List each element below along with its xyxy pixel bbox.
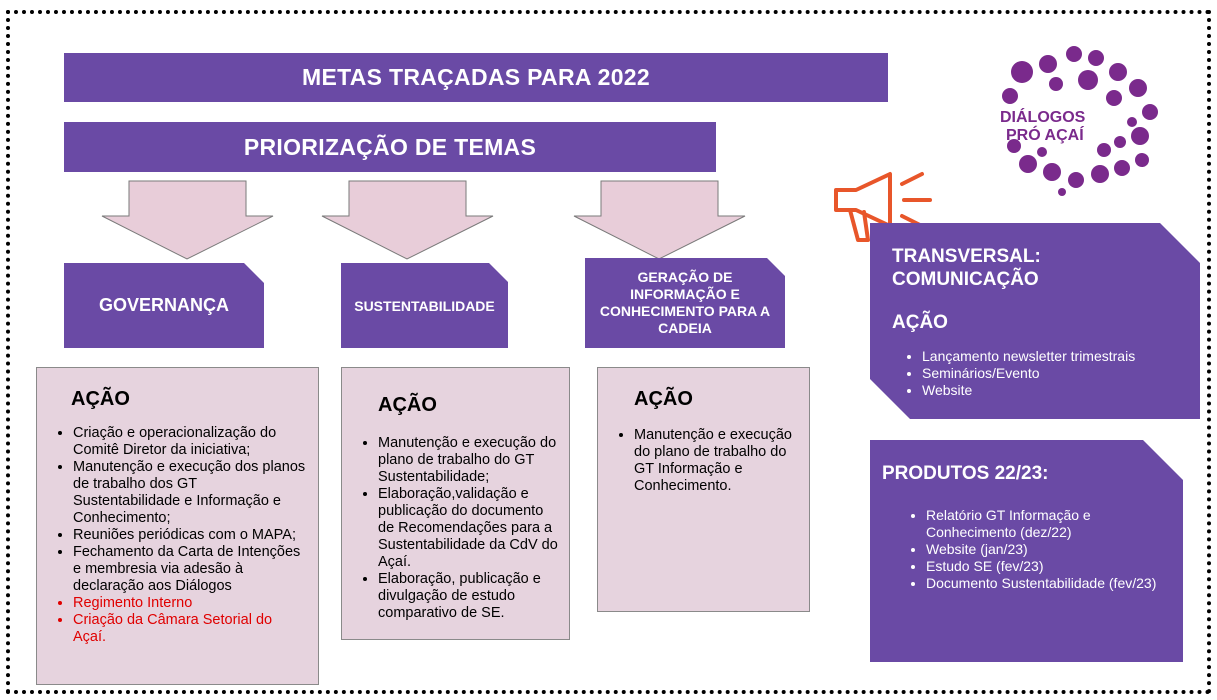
dotted-border [6,10,1211,694]
panel-geracao-informacao: AÇÃO Manutenção e execução do plano de t… [597,367,810,612]
page-subtitle: PRIORIZAÇÃO DE TEMAS [64,122,716,172]
list-item: Criação da Câmara Setorial do Açaí. [73,612,308,646]
produtos-list: Relatório GT Informação e Conhecimento (… [878,507,1173,592]
list-item: Website (jan/23) [926,541,1173,558]
category-governanca: GOVERNANÇA [64,263,264,348]
category-geracao-informacao: GERAÇÃO DE INFORMAÇÃO E CONHECIMENTO PAR… [585,258,785,348]
list-item: Fechamento da Carta de Intenções e membr… [73,544,308,595]
transversal-heading: AÇÃO [892,312,948,333]
logo-text-line-1: DIÁLOGOS [1000,107,1086,126]
list-item: Lançamento newsletter trimestrais [922,348,1190,365]
category-geracao-label: GERAÇÃO DE INFORMAÇÃO E CONHECIMENTO PAR… [599,269,771,336]
list-item: Seminários/Evento [922,365,1190,382]
list-item: Manutenção e execução dos planos de trab… [73,459,308,527]
panel-governanca-list: Criação e operacionalização do Comitê Di… [41,425,308,646]
logo-text-line-2: PRÓ AÇAÍ [1006,125,1084,144]
transversal-list: Lançamento newsletter trimestrais Seminá… [892,348,1190,399]
produtos-title: PRODUTOS 22/23: [882,463,1049,484]
list-item: Reuniões periódicas com o MAPA; [73,527,308,544]
panel-sustentabilidade: AÇÃO Manutenção e execução do plano de t… [341,367,570,640]
page-title-text: METAS TRAÇADAS PARA 2022 [302,64,650,90]
panel-governanca-heading: AÇÃO [71,388,130,410]
category-governanca-label: GOVERNANÇA [98,295,229,315]
panel-geracao-heading: AÇÃO [634,388,693,410]
down-arrow-1 [101,180,274,260]
list-item: Relatório GT Informação e Conhecimento (… [926,507,1173,541]
list-item: Elaboração, publicação e divulgação de e… [378,571,561,622]
list-item: Manutenção e execução do plano de trabal… [378,435,561,486]
panel-sustentabilidade-heading: AÇÃO [378,394,437,416]
list-item: Elaboração,validação e publicação do doc… [378,486,561,571]
page-subtitle-text: PRIORIZAÇÃO DE TEMAS [243,133,537,160]
down-arrow-3 [573,180,746,260]
panel-governanca: AÇÃO Criação e operacionalização do Comi… [36,367,319,685]
category-sustentabilidade: SUSTENTABILIDADE [341,263,508,348]
panel-sustentabilidade-list: Manutenção e execução do plano de trabal… [346,435,561,622]
transversal-title: TRANSVERSAL: COMUNICAÇÃO [892,246,1041,290]
list-item: Manutenção e execução do plano de trabal… [634,427,801,495]
produtos-box: PRODUTOS 22/23: Relatório GT Informação … [870,440,1183,662]
list-item: Estudo SE (fev/23) [926,558,1173,575]
down-arrow-2 [321,180,494,260]
list-item: Website [922,382,1190,399]
panel-geracao-list: Manutenção e execução do plano de trabal… [602,427,801,495]
logo-icon: DIÁLOGOS PRÓ AÇAÍ [1000,46,1158,196]
list-item: Documento Sustentabilidade (fev/23) [926,575,1173,592]
list-item: Criação e operacionalização do Comitê Di… [73,425,308,459]
category-sustentabilidade-label: SUSTENTABILIDADE [354,297,495,314]
list-item: Regimento Interno [73,595,308,612]
page-title: METAS TRAÇADAS PARA 2022 [64,53,888,102]
transversal-box: TRANSVERSAL: COMUNICAÇÃO AÇÃO Lançamento… [870,223,1200,419]
